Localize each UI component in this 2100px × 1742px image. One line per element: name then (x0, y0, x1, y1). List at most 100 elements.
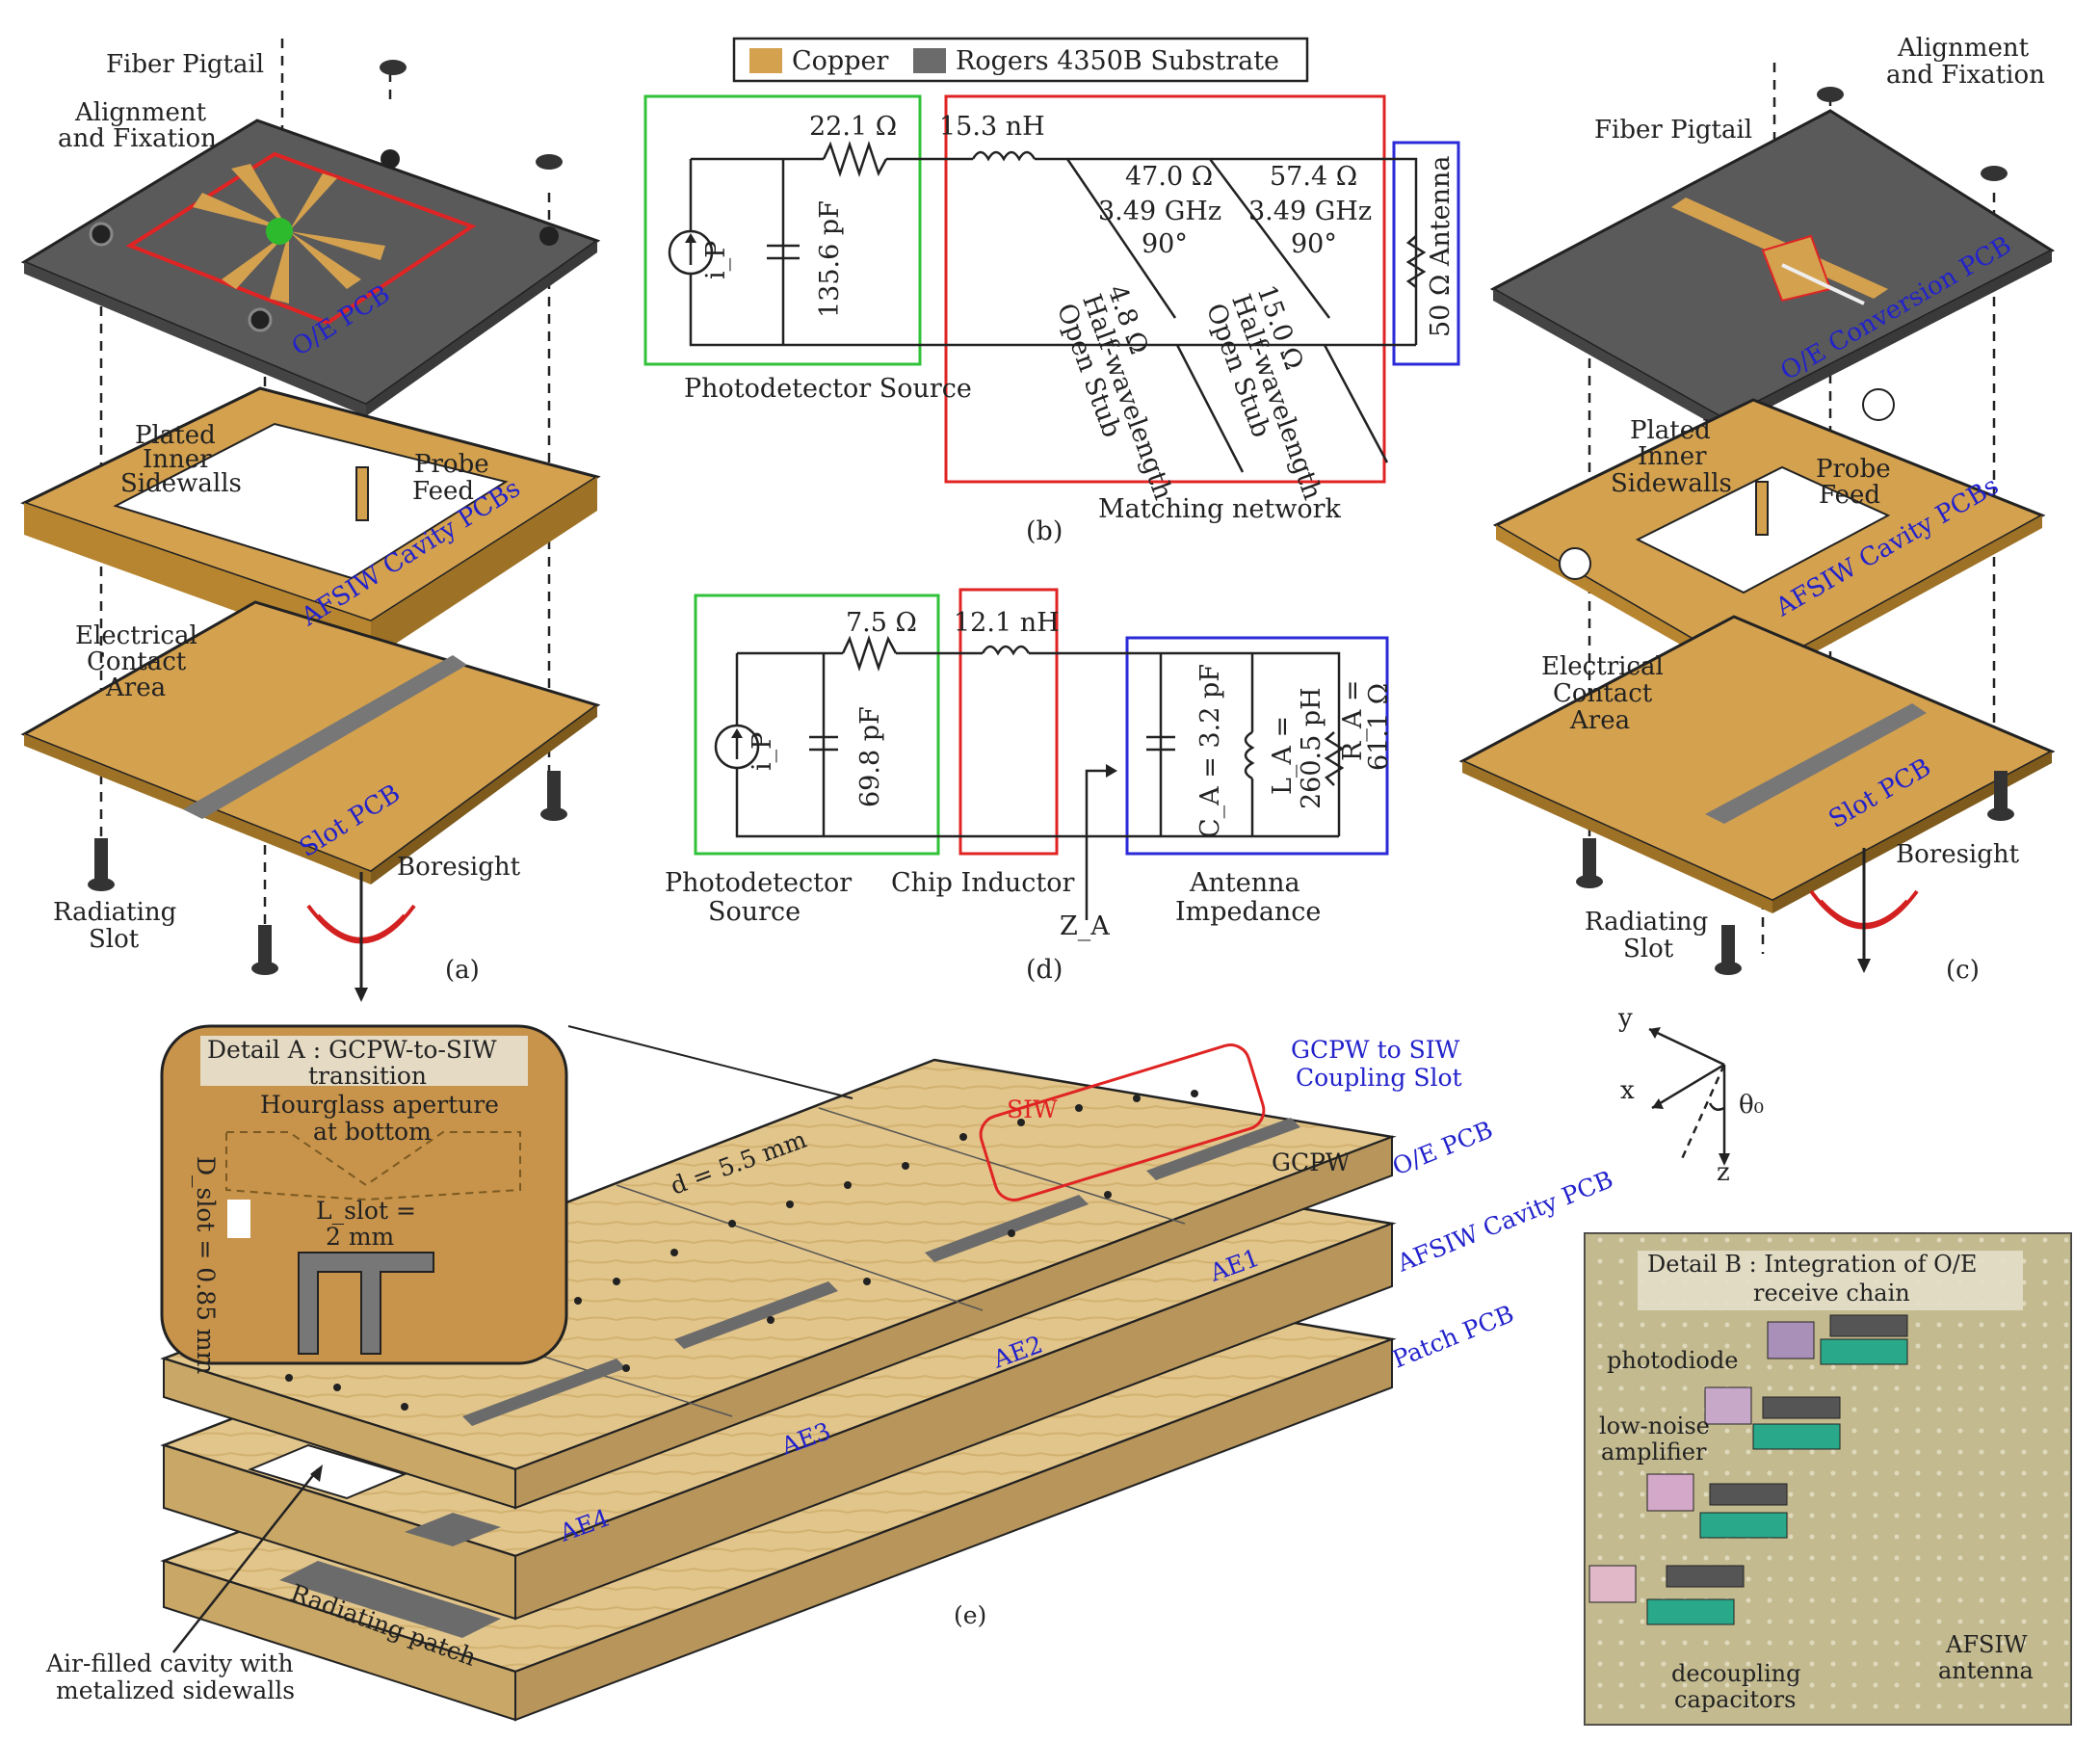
bowtie-antenna (193, 164, 385, 304)
detail-b-afsiw-2: antenna (1938, 1657, 2034, 1684)
alignment-label-2: and Fixation (58, 124, 217, 153)
d-la-1: L_A = (1268, 716, 1298, 795)
detail-b-afsiw-1: AFSIW (1945, 1631, 2028, 1658)
axis-x: x (1620, 1076, 1635, 1105)
b-stub1-deg: 90° (1142, 229, 1188, 259)
alignment-label-1: Alignment (74, 98, 207, 127)
c-electrical-2: Contact (1553, 679, 1653, 708)
e-air-filled-2: metalized sidewalls (56, 1676, 295, 1704)
c-electrical-1: Electrical (1541, 652, 1664, 681)
c-radiating-1: Radiating (1585, 908, 1708, 937)
d-ca: C_A = 3.2 pF (1195, 664, 1225, 838)
d-antenna-imp-2: Impedance (1175, 897, 1321, 927)
panel-c: Alignment and Fixation Fiber Pigtail O/E… (1458, 34, 2056, 985)
d-c-source: 69.8 pF (855, 706, 885, 807)
plated-label-1: Plated (135, 421, 216, 450)
b-stub1-f: 3.49 GHz (1098, 197, 1221, 226)
panel-b: 22.1 Ω 15.3 nH 135.6 pF i_P 47.0 Ω 3.49 … (643, 94, 1460, 546)
b-r-source: 22.1 Ω (809, 112, 897, 142)
d-za: Z_A (1060, 911, 1110, 941)
panel-e-caption: (e) (954, 1601, 986, 1629)
detail-b-title-2: receive chain (1753, 1280, 1910, 1306)
pd-source-box (643, 94, 922, 366)
fiber-pigtail-label: Fiber Pigtail (106, 50, 264, 79)
detail-a-hourglass-2: at bottom (313, 1118, 432, 1146)
d-antenna-box (1125, 636, 1389, 856)
d-chip-box (958, 588, 1059, 856)
d-ra-2: 61.1 Ω (1364, 683, 1394, 771)
oe-conversion-board (1489, 109, 2056, 431)
d-l-chip: 12.1 nH (954, 608, 1060, 638)
d-ip: i_P (748, 732, 777, 771)
oe-pcb-layer (160, 1043, 1397, 1510)
e-gcpw-siw-1: GCPW to SIW (1291, 1036, 1460, 1064)
coordinate-axes (1648, 1027, 1726, 1162)
e-air-filled-1: Air-filled cavity with (45, 1650, 294, 1677)
detail-a-hourglass-1: Hourglass aperture (260, 1091, 499, 1119)
b-c-source: 135.6 pF (815, 200, 845, 318)
oe-pcb-board (20, 119, 601, 416)
detail-b-decoupling-1: decoupling (1671, 1660, 1800, 1687)
b-antenna: 50 Ω Antenna (1426, 156, 1456, 338)
copper-swatch (749, 48, 782, 73)
photodiode-chip (1588, 1321, 1815, 1603)
d-pd-source-1: Photodetector (665, 868, 852, 898)
legend-substrate: Rogers 4350B Substrate (956, 46, 1279, 76)
detail-a (160, 1024, 853, 1365)
b-ip: i_P (701, 241, 731, 279)
c-plated-3: Sidewalls (1611, 469, 1732, 498)
e-patch-pcb: Patch PCB (1388, 1300, 1517, 1374)
cavity-frame (20, 386, 601, 660)
panel-a: Fiber Pigtail Alignment and Fixation O/E… (20, 39, 601, 1002)
substrate-swatch (913, 48, 946, 73)
detail-b-decoupling-2: capacitors (1674, 1686, 1796, 1713)
d-ra-1: R_A = (1338, 679, 1368, 761)
b-matching: Matching network (1098, 494, 1341, 524)
c-plated-1: Plated (1630, 416, 1711, 445)
slot-pcb-c (1458, 615, 2056, 913)
axis-y: y (1617, 1004, 1633, 1033)
detail-b-lna-2: amplifier (1601, 1438, 1707, 1465)
axis-theta: θ₀ (1739, 1091, 1764, 1120)
b-stub2-f: 3.49 GHz (1248, 197, 1372, 226)
b-stub2-deg: 90° (1291, 229, 1337, 259)
legend-copper: Copper (792, 46, 888, 76)
detail-a-lslot-2: 2 mm (326, 1223, 395, 1251)
e-oe-pcb: O/E PCB (1388, 1116, 1496, 1181)
c-electrical-3: Area (1569, 706, 1630, 735)
c-alignment-2: and Fixation (1886, 61, 2045, 90)
plated-label-2: Inner (143, 445, 212, 474)
capacitor-array (1666, 1314, 1908, 1588)
b-pd-source: Photodetector Source (684, 374, 972, 404)
e-siw: SIW (1007, 1095, 1058, 1123)
e-gcpw: GCPW (1272, 1148, 1351, 1176)
probe-label-2: Feed (412, 477, 474, 506)
axis-z: z (1717, 1158, 1730, 1187)
panel-c-caption: (c) (1946, 956, 1980, 985)
d-pd-box (694, 594, 940, 856)
e-gcpw-siw-2: Coupling Slot (1296, 1064, 1462, 1092)
c-plated-2: Inner (1638, 442, 1707, 471)
plated-label-3: Sidewalls (120, 469, 242, 498)
d-antenna-imp-1: Antenna (1189, 868, 1300, 898)
d-pd-source-2: Source (708, 897, 801, 927)
d-la-2: 260.5 pH (1297, 687, 1326, 809)
b-stub1-z: 47.0 Ω (1125, 162, 1213, 192)
c-boresight: Boresight (1896, 840, 2020, 869)
detail-b-title-1: Detail B : Integration of O/E (1647, 1251, 1977, 1278)
c-fiber-pigtail: Fiber Pigtail (1594, 116, 1752, 145)
panel-d: 7.5 Ω 12.1 nH 69.8 pF i_P C_A = 3.2 pF L… (665, 588, 1394, 985)
d-r-source: 7.5 Ω (846, 608, 917, 638)
legend: Copper Rogers 4350B Substrate (732, 37, 1309, 83)
screw-icon-c (1576, 87, 2014, 975)
detail-b: Detail B : Integration of O/E receive ch… (1584, 1232, 2072, 1726)
slot-pcb-board (20, 600, 601, 884)
electrical-label-2: Contact (87, 647, 187, 676)
boresight-label: Boresight (397, 853, 521, 882)
probe-label-1: Probe (414, 450, 489, 479)
radiating-label-1: Radiating (53, 898, 176, 927)
c-probe-1: Probe (1816, 455, 1891, 484)
amplifier-chip (1646, 1338, 1908, 1625)
electrical-label-3: Area (105, 673, 166, 702)
